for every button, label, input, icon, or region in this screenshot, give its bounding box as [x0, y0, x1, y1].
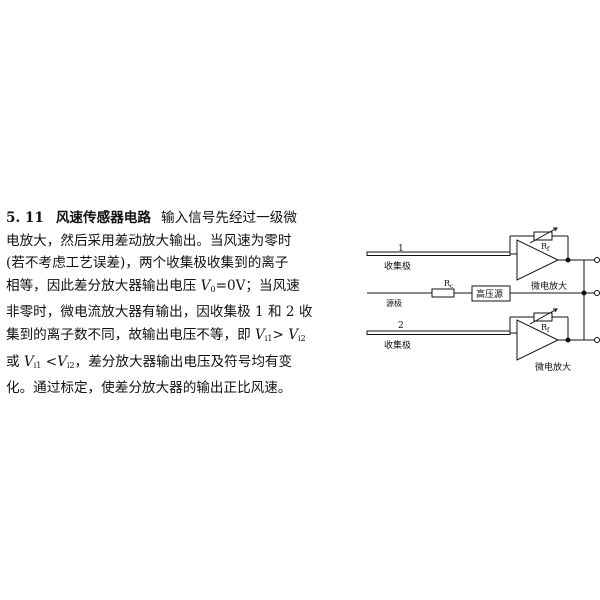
var-vi1: V [255, 326, 265, 343]
collector1-electrode [366, 251, 511, 256]
circuit-diagram: 1 收集极 R f 微电放大 R c 高压源 源极 2 收集极 R f 微电放大 [366, 227, 600, 373]
text-line-5: 非零时，微电流放大器有输出，因收集极 1 和 2 收 [6, 304, 313, 321]
collector1-label: 收集极 [384, 260, 411, 272]
hv-source-label: 高压源 [476, 288, 503, 300]
rc-resistor [431, 288, 455, 298]
rf2-variable-arrow [529, 308, 558, 325]
collector2-electrode [366, 330, 511, 335]
rf2-arrow-head [553, 308, 558, 313]
var-v0: V [200, 277, 211, 294]
text-line-4: 相等，因此差分放大器输出电压 V0=0V；当风速 [6, 275, 358, 302]
var-vi2b: V [57, 353, 67, 370]
op-lt: < [45, 353, 58, 370]
var-vi1b-sub: i1 [33, 360, 42, 370]
amp2-triangle [516, 319, 560, 361]
rf2-sub: f [547, 327, 550, 334]
text-line-1: 5. 11 风速传感器电路输入信号先经过一级微 [6, 207, 358, 230]
line-7-or: 或 [6, 353, 20, 370]
collector2-number: 2 [398, 321, 404, 331]
amp2-output-terminal [594, 337, 600, 343]
rf1-label: R [541, 242, 548, 251]
text-line-8: 化。通过标定，使差分放大器的输出正比风速。 [6, 380, 292, 397]
section-text: 5. 11 风速传感器电路输入信号先经过一级微 电放大，然后采用差动放大输出。当风… [6, 207, 358, 400]
rf1-sub: f [547, 246, 550, 253]
rc-sub: c [450, 283, 454, 290]
var-vi2b-sub: i2 [66, 360, 75, 370]
line-6-body: 集到的离子数不同，故输出电压不等，即 [6, 326, 251, 343]
rf1-arrow-head [553, 227, 558, 232]
section-title: 风速传感器电路 [55, 210, 151, 226]
rail-junction [581, 290, 587, 296]
rf1-variable-arrow [529, 227, 558, 244]
amp1-output-terminal [594, 257, 600, 263]
text-line-3: (若不考虑工艺误差)，两个收集极收集到的离子 [6, 255, 289, 272]
section-number: 5. 11 [6, 210, 44, 226]
rf2-label: R [541, 323, 548, 332]
ground-terminal [594, 290, 600, 296]
line-1-body: 输入信号先经过一级微 [161, 210, 297, 226]
line-7-tail: ，差分放大器输出电压及符号均有变 [74, 353, 293, 370]
collector1-number: 1 [398, 244, 404, 254]
var-vi1-sub: i1 [264, 333, 273, 343]
text-line-2: 电放大，然后采用差动放大输出。当风速为零时 [6, 232, 292, 249]
collector2-label: 收集极 [384, 339, 411, 351]
amp2-label: 微电放大 [535, 361, 571, 373]
rc-label: R [444, 279, 451, 288]
amp2-junction [565, 337, 571, 343]
line-4-tail: =0V；当风速 [215, 277, 300, 294]
var-vi2-sub: i2 [298, 333, 306, 343]
amp1-triangle [516, 239, 560, 281]
text-line-7: 或 Vi1 <Vi2，差分放大器输出电压及符号均有变 [6, 351, 358, 378]
var-v0-sub: 0 [210, 284, 216, 294]
line-4-body: 相等，因此差分放大器输出电压 [6, 277, 197, 294]
amp1-junction [565, 257, 571, 263]
var-vi1b: V [23, 353, 34, 370]
op-gt: > [272, 326, 284, 343]
text-line-6: 集到的离子数不同，故输出电压不等，即 Vi1> Vi2 [6, 324, 358, 351]
var-vi2: V [288, 326, 299, 343]
amp1-label: 微电放大 [531, 280, 567, 292]
source-label: 源极 [386, 298, 402, 308]
